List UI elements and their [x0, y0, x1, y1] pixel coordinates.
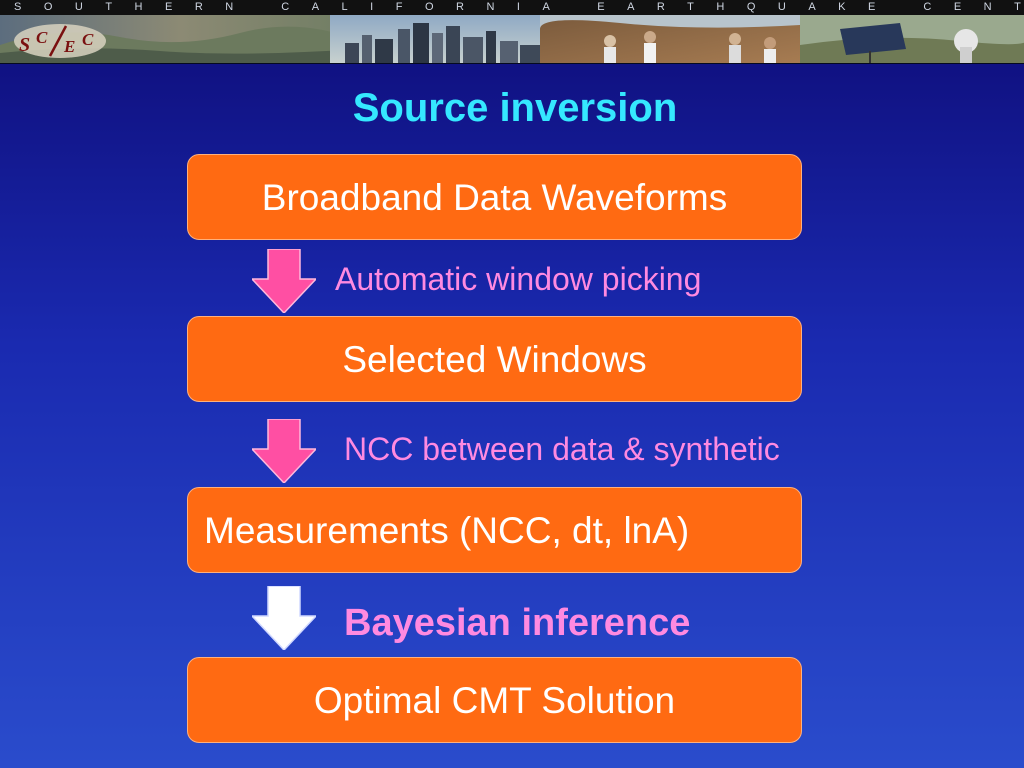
step-label: Optimal CMT Solution: [313, 680, 676, 721]
header-banner: SOUTHERN CALIFORNIA EARTHQUAKE CENTER: [0, 0, 1024, 64]
banner-divider: [0, 63, 1024, 64]
scec-logo: S C E C: [14, 24, 106, 58]
step-box-optimal-cmt-solution: Optimal CMT Solution: [187, 657, 802, 743]
step-label: Selected Windows: [342, 339, 647, 380]
transition-label-ncc: NCC between data & synthetic: [344, 431, 780, 467]
svg-text:E: E: [63, 37, 75, 56]
step-label: Broadband Data Waveforms: [261, 177, 728, 218]
step-box-measurements: Measurements (NCC, dt, lnA): [187, 487, 802, 573]
step-box-broadband-data-waveforms: Broadband Data Waveforms: [187, 154, 802, 240]
step-box-selected-windows: Selected Windows: [187, 316, 802, 402]
down-arrow-icon: [252, 419, 316, 483]
svg-text:C: C: [36, 28, 48, 47]
organization-name: SOUTHERN CALIFORNIA EARTHQUAKE CENTER: [0, 0, 1024, 15]
down-arrow-icon: [252, 586, 316, 650]
down-arrow-icon: [252, 249, 316, 313]
transition-label-window-picking: Automatic window picking: [335, 261, 702, 297]
banner-photo-collage: [0, 15, 1024, 64]
transition-label-bayesian-inference: Bayesian inference: [344, 602, 691, 644]
step-label: Measurements (NCC, dt, lnA): [204, 510, 690, 551]
slide-title: Source inversion: [352, 86, 678, 130]
svg-text:S: S: [19, 34, 30, 56]
svg-text:C: C: [82, 30, 94, 49]
